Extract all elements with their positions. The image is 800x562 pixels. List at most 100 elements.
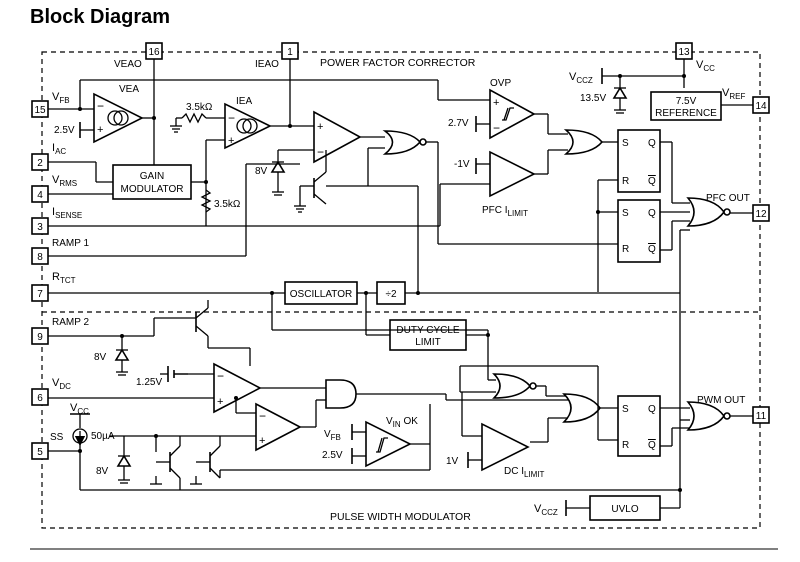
pin-3: 3 ISENSE bbox=[31, 206, 82, 235]
pin-9-num: 9 bbox=[37, 332, 43, 343]
vccz-top: VCCZ bbox=[569, 71, 593, 85]
svg-text:+: + bbox=[317, 121, 323, 133]
ref-2v5-vea: 2.5V bbox=[54, 125, 75, 136]
pin-4-label: VRMS bbox=[52, 174, 77, 188]
vin-ok-label: VIN OK bbox=[386, 416, 418, 429]
ovp-label: OVP bbox=[490, 78, 511, 89]
dc-ilimit-comparator bbox=[481, 422, 530, 472]
ref-2v5-vinok: 2.5V bbox=[322, 450, 343, 461]
duty-cycle-limit-block: DUTY CYCLE LIMIT bbox=[389, 319, 467, 351]
pin-8-label: RAMP 1 bbox=[52, 238, 89, 249]
ref-1v-dc: 1V bbox=[446, 456, 459, 467]
svg-text:+: + bbox=[493, 97, 499, 109]
soft-start-amplifier: − + bbox=[255, 402, 302, 452]
pin-14-label: VREF bbox=[722, 87, 745, 101]
svg-text:Q: Q bbox=[648, 440, 656, 451]
pin-7-num: 7 bbox=[37, 289, 43, 300]
svg-text:−: − bbox=[97, 99, 104, 113]
pin-2: 2 IAC bbox=[31, 142, 66, 171]
iea-label: IEA bbox=[236, 96, 252, 107]
pin-11: 11 PWM OUT bbox=[697, 395, 770, 424]
pin-13-label: VCC bbox=[696, 59, 715, 73]
vcc-ss: VCC bbox=[70, 402, 89, 416]
svg-text:OSCILLATOR: OSCILLATOR bbox=[290, 289, 352, 300]
svg-text:÷2: ÷2 bbox=[385, 289, 396, 300]
section-title-pfc: POWER FACTOR CORRECTOR bbox=[320, 57, 476, 69]
svg-text:R: R bbox=[622, 244, 629, 255]
svg-text:Q: Q bbox=[648, 208, 656, 219]
gain-modulator-block: GAIN MODULATOR bbox=[112, 164, 192, 200]
pin-15: 15 VFB bbox=[31, 91, 70, 118]
pin-1-label: IEAO bbox=[255, 59, 279, 70]
svg-text:+: + bbox=[228, 135, 234, 147]
pin-12-num: 12 bbox=[755, 209, 767, 220]
flipflop-pfc: S R Q Q bbox=[617, 199, 661, 263]
uvlo-block: UVLO bbox=[589, 495, 661, 521]
pin-1: 1 IEAO bbox=[255, 42, 299, 70]
pfc-nor-gate bbox=[382, 130, 427, 155]
pwm-nor-gate bbox=[492, 373, 537, 399]
svg-text:R: R bbox=[622, 176, 629, 187]
pfc-comparator: + − bbox=[313, 110, 362, 164]
pin-4: 4 VRMS bbox=[31, 174, 77, 203]
svg-text:−: − bbox=[217, 369, 224, 383]
pin-16-num: 16 bbox=[148, 47, 160, 58]
pin-5-num: 5 bbox=[37, 447, 43, 458]
svg-text:REFERENCE: REFERENCE bbox=[655, 108, 717, 119]
pin-16: 16 VEAO bbox=[114, 42, 163, 70]
zener-8v-top: 8V bbox=[255, 166, 268, 177]
pin-15-label: VFB bbox=[52, 91, 70, 105]
ref-neg-1v: -1V bbox=[454, 159, 470, 170]
vfb-vinok: VFB bbox=[324, 429, 341, 442]
flipflop-ovp: S R Q Q bbox=[617, 129, 661, 193]
svg-text:+: + bbox=[259, 435, 265, 447]
pin-6-num: 6 bbox=[37, 393, 43, 404]
pin-3-label: ISENSE bbox=[52, 206, 82, 220]
pin-5-label: SS bbox=[50, 432, 64, 443]
flipflop-pwm: S R Q Q bbox=[617, 395, 661, 457]
ovp-comparator: OVP + − bbox=[489, 78, 536, 140]
pin-3-num: 3 bbox=[37, 222, 43, 233]
reference-7v5-block: 7.5V REFERENCE bbox=[650, 91, 722, 121]
pfc-ilimit-comparator bbox=[489, 150, 536, 198]
vin-ok-comparator bbox=[365, 420, 412, 468]
pin-6-label: VDC bbox=[52, 377, 71, 391]
pin-7-label: RTCT bbox=[52, 271, 76, 285]
pin-2-label: IAC bbox=[52, 142, 66, 156]
pin-12-label: PFC OUT bbox=[706, 193, 750, 204]
pin-7: 7 RTCT bbox=[31, 271, 76, 302]
svg-text:UVLO: UVLO bbox=[611, 504, 638, 515]
pwm-and-gate bbox=[325, 379, 357, 409]
svg-text:S: S bbox=[622, 404, 629, 415]
pin-13: 13 VCC bbox=[675, 42, 715, 73]
pfc-out-nor-gate bbox=[686, 197, 731, 227]
svg-text:MODULATOR: MODULATOR bbox=[121, 184, 184, 195]
pin-16-label: VEAO bbox=[114, 59, 142, 70]
iea-amplifier: IEA − + bbox=[224, 96, 272, 150]
section-title-pwm: PULSE WIDTH MODULATOR bbox=[330, 511, 471, 523]
svg-text:−: − bbox=[228, 111, 235, 125]
svg-text:Q: Q bbox=[648, 138, 656, 149]
pfc-or-gate bbox=[563, 129, 604, 155]
pin-11-label: PWM OUT bbox=[697, 395, 745, 406]
pin-5: 5 SS bbox=[31, 432, 64, 460]
pin-9-label: RAMP 2 bbox=[52, 317, 89, 328]
ref-1v25: 1.25V bbox=[136, 377, 162, 388]
svg-text:Q: Q bbox=[648, 176, 656, 187]
svg-text:Q: Q bbox=[648, 244, 656, 255]
pwm-or-gate bbox=[562, 393, 601, 423]
svg-text:S: S bbox=[622, 138, 629, 149]
oscillator-block: OSCILLATOR bbox=[284, 281, 358, 305]
chip-boundary bbox=[41, 51, 761, 529]
page-title: Block Diagram bbox=[30, 6, 171, 28]
svg-text:+: + bbox=[97, 124, 103, 136]
i-50ua: 50µA bbox=[91, 431, 115, 442]
pin-14-num: 14 bbox=[755, 101, 767, 112]
pwm-out-nor-gate bbox=[686, 401, 731, 431]
dc-ilimit-label: DC ILIMIT bbox=[504, 466, 545, 479]
pin-11-num: 11 bbox=[756, 411, 767, 422]
svg-text:−: − bbox=[493, 121, 500, 135]
pin-9: 9 RAMP 2 bbox=[31, 317, 89, 345]
svg-text:S: S bbox=[622, 208, 629, 219]
